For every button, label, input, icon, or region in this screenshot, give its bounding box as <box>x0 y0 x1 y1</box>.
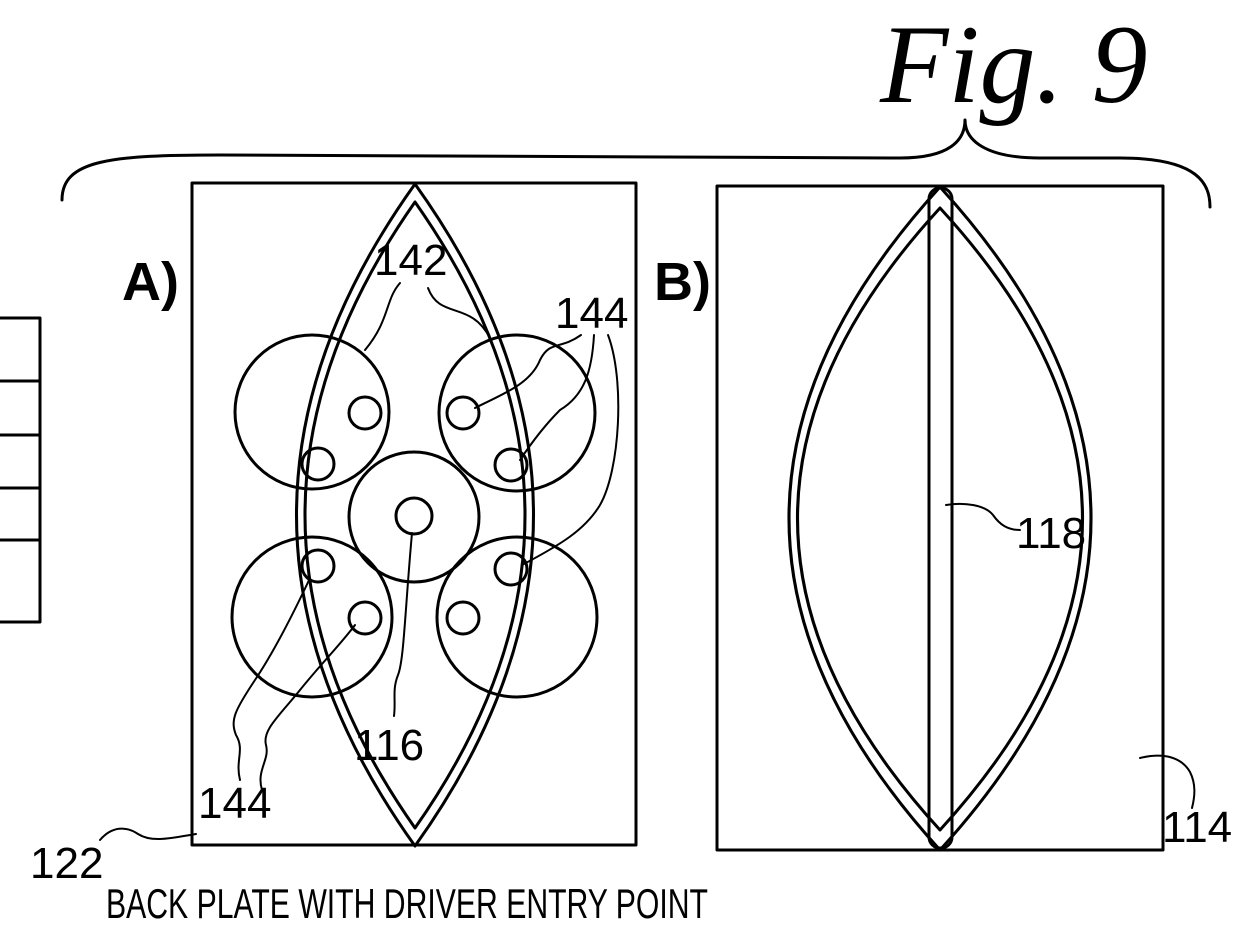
driver-entry-hole <box>394 496 434 536</box>
left-stack-box <box>0 316 42 624</box>
hole-tr-2 <box>493 447 529 483</box>
hole-tl-1 <box>347 395 383 431</box>
panel-a-label: A) <box>122 252 179 312</box>
front-plate-b <box>715 184 1165 852</box>
ref-122: 122 <box>30 839 103 888</box>
leader-144-upper-a <box>474 334 582 409</box>
figure-title: Fig. 9 <box>879 3 1148 127</box>
leader-116 <box>393 532 413 717</box>
pad-top-left <box>233 333 391 491</box>
leader-144-upper-b <box>519 334 595 461</box>
leader-144-upper-c <box>521 334 620 566</box>
pad-bottom-right <box>435 535 599 699</box>
leader-118 <box>945 502 1021 531</box>
leader-142-left <box>364 282 401 351</box>
ref-118: 118 <box>1016 509 1086 558</box>
leader-142-right <box>427 287 491 339</box>
leader-114 <box>1139 754 1196 809</box>
leader-144-lower-a <box>232 577 311 781</box>
hole-bl-1 <box>300 548 336 584</box>
hole-bl-2 <box>347 600 383 636</box>
lens-outline-inner-b <box>796 206 1084 832</box>
center-rib <box>927 186 954 850</box>
pad-bottom-left <box>230 535 394 699</box>
lens-outline-outer-b <box>787 185 1093 852</box>
leader-122 <box>99 827 197 841</box>
hole-tr-1 <box>445 395 481 431</box>
ref-142: 142 <box>374 236 447 285</box>
ref-144-upper: 144 <box>555 289 628 338</box>
lens-outline-outer-a <box>295 182 535 848</box>
ref-144-lower: 144 <box>198 779 271 828</box>
ref-116: 116 <box>354 721 424 770</box>
grouping-brace <box>60 118 1212 209</box>
leader-144-lower-b <box>259 624 356 791</box>
hole-tl-2 <box>300 446 336 482</box>
ref-114: 114 <box>1162 803 1232 852</box>
panel-b: B) 118 114 <box>654 184 1232 852</box>
panel-b-label: B) <box>654 252 711 312</box>
lens-outline-inner-a <box>303 200 527 830</box>
panel-a-caption: BACK PLATE WITH DRIVER ENTRY POINT <box>106 880 708 927</box>
panel-a: A) 142 144 144 116 122 BACK PLATE WITH D… <box>30 181 708 927</box>
hole-br-2 <box>445 600 481 636</box>
hole-br-1 <box>493 551 529 587</box>
pad-top-right <box>437 333 597 493</box>
pad-center <box>347 450 481 584</box>
